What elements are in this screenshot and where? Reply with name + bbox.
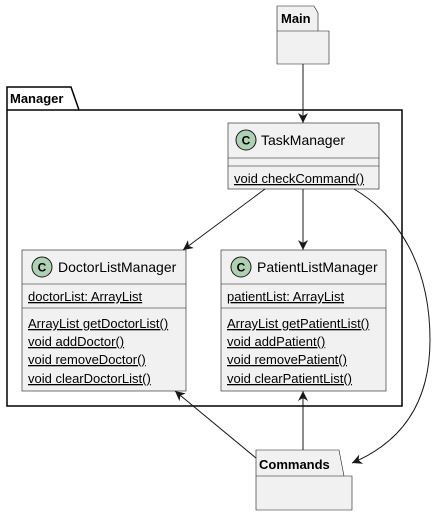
field-item: patientList: ArrayList xyxy=(227,289,344,304)
edge-task-manager-to-commands xyxy=(351,188,431,464)
edge-commands-to-doctor-list-manager xyxy=(174,390,257,459)
method-item: void removeDoctor() xyxy=(28,352,146,367)
method-item: void removePatient() xyxy=(227,352,347,367)
class-icon: C xyxy=(242,134,251,148)
class-task-manager[interactable]: C TaskManager void checkCommand() xyxy=(227,122,380,190)
method-item: ArrayList getPatientList() xyxy=(227,316,369,331)
method-item: void clearDoctorList() xyxy=(28,371,151,386)
class-patient-list-manager[interactable]: C PatientListManager patientList: ArrayL… xyxy=(220,249,387,392)
class-name: PatientListManager xyxy=(257,259,378,275)
field-item: doctorList: ArrayList xyxy=(28,289,143,304)
class-doctor-list-manager[interactable]: C DoctorListManager doctorList: ArrayLis… xyxy=(21,249,187,392)
edge-task-manager-to-doctor-list-manager xyxy=(182,188,266,251)
method-item: void checkCommand() xyxy=(234,171,364,186)
package-commands-label: Commands xyxy=(259,457,330,472)
package-commands[interactable]: Commands xyxy=(255,449,353,511)
method-item: void clearPatientList() xyxy=(227,371,352,386)
method-item: void addPatient() xyxy=(227,334,325,349)
package-manager[interactable]: Manager xyxy=(6,86,403,407)
package-main[interactable]: Main xyxy=(276,5,330,65)
class-icon: C xyxy=(38,261,47,275)
method-item: void addDoctor() xyxy=(28,334,124,349)
class-name: TaskManager xyxy=(261,132,345,148)
class-icon: C xyxy=(237,261,246,275)
package-manager-label: Manager xyxy=(10,91,63,106)
class-name: DoctorListManager xyxy=(58,259,177,275)
package-main-label: Main xyxy=(281,11,311,26)
method-item: ArrayList getDoctorList() xyxy=(28,316,168,331)
